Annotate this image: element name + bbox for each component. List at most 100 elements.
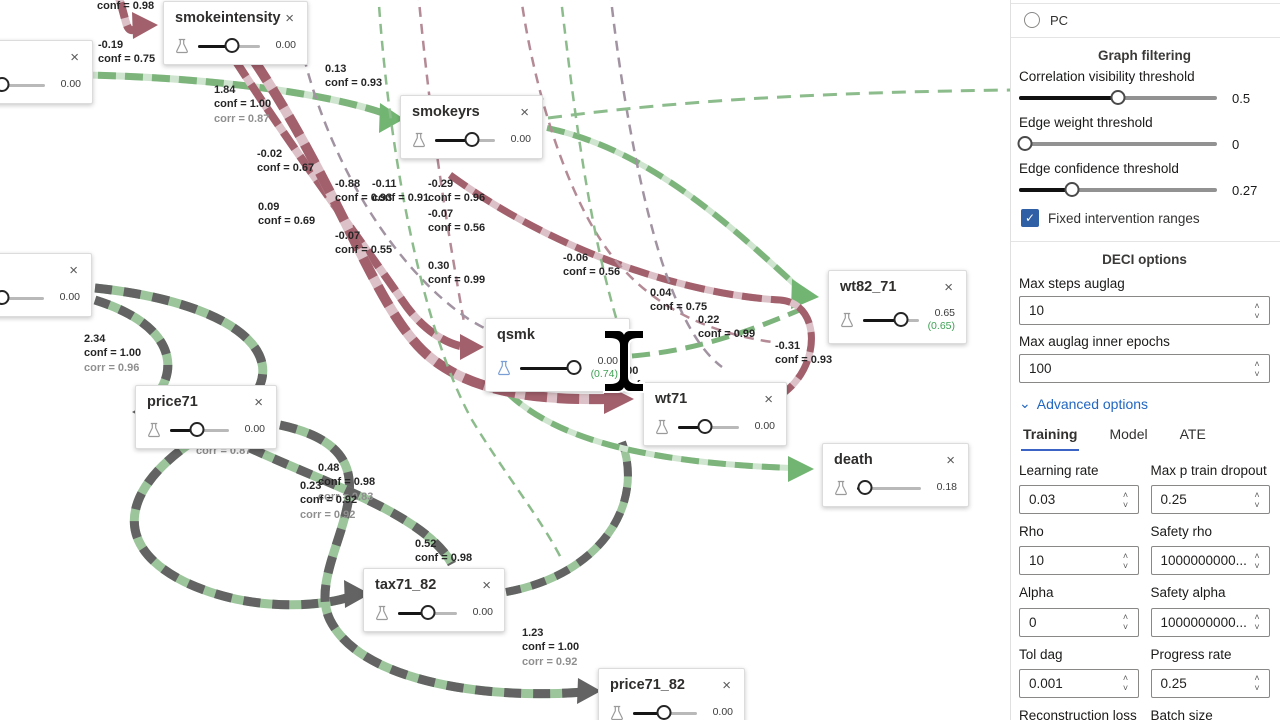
flask-icon[interactable] — [412, 132, 426, 148]
close-icon[interactable]: × — [69, 262, 78, 279]
spin-up-icon[interactable]: ˄ — [1122, 489, 1129, 500]
graph-node-tax71_82[interactable]: tax71_82× 0.00 — [363, 568, 505, 632]
rho-input[interactable]: 10˄˅ — [1019, 546, 1139, 576]
node-value: 0.00 — [472, 606, 493, 619]
close-icon[interactable]: × — [946, 452, 955, 469]
slider-label: Edge confidence threshold — [1019, 161, 1179, 176]
spin-down-icon[interactable]: ˅ — [1254, 560, 1260, 571]
alpha-input[interactable]: 0˄˅ — [1019, 607, 1139, 637]
settings-panel: PC Graph filtering Correlation visibilit… — [1010, 0, 1280, 720]
close-icon[interactable]: × — [254, 394, 263, 411]
spin-up-icon[interactable]: ˄ — [1122, 673, 1129, 684]
advanced-options-toggle[interactable]: ⌄ Advanced options — [1019, 395, 1149, 412]
flask-icon[interactable] — [655, 419, 669, 435]
graph-node-smokeintensity[interactable]: smokeintensity× 0.00 — [163, 1, 308, 65]
correlation-visibility-slider[interactable] — [1019, 90, 1217, 106]
spin-down-icon[interactable]: ˅ — [1254, 310, 1260, 321]
safety-alpha-input[interactable]: 1000000000...˄˅ — [1150, 607, 1270, 637]
spin-down-icon[interactable]: ˅ — [1254, 368, 1260, 379]
spin-down-icon[interactable]: ˅ — [1122, 622, 1129, 633]
graph-node-death[interactable]: death× 0.18 — [822, 443, 969, 507]
learning-rate-input[interactable]: 0.03˄˅ — [1019, 485, 1139, 515]
spin-up-icon[interactable]: ˄ — [1122, 550, 1129, 561]
checkbox-check-icon[interactable]: ✓ — [1021, 209, 1039, 227]
spin-up-icon[interactable]: ˄ — [1254, 358, 1260, 369]
flask-icon[interactable] — [840, 312, 854, 328]
node-value: 0.18 — [936, 481, 957, 494]
checkbox-label: Fixed intervention ranges — [1048, 210, 1200, 226]
algorithm-radio-row[interactable]: PC — [1011, 4, 1280, 38]
node-intervention-slider[interactable] — [0, 290, 44, 306]
safety-rho-input[interactable]: 1000000000...˄˅ — [1150, 546, 1270, 576]
close-icon[interactable]: × — [722, 677, 731, 694]
close-icon[interactable]: × — [482, 577, 491, 594]
edge-label: conf = 0.98 — [97, 0, 155, 12]
graph-node-wt82_71[interactable]: wt82_71× 0.65(0.65) — [828, 270, 967, 345]
tab-ate[interactable]: ATE — [1179, 426, 1206, 442]
max-steps-auglag-input[interactable]: 10 ˄˅ — [1019, 296, 1270, 325]
graph-node-partial-left[interactable]: × 0.00 — [0, 253, 92, 317]
edge-confidence-slider[interactable] — [1019, 182, 1217, 198]
tol-dag-input[interactable]: 0.001˄˅ — [1019, 668, 1139, 698]
node-intervention-slider[interactable] — [633, 705, 697, 720]
graph-node-partial-top[interactable]: × 0.00 — [0, 40, 93, 104]
tab-model[interactable]: Model — [1109, 426, 1148, 442]
spin-up-icon[interactable]: ˄ — [1254, 612, 1260, 623]
node-value: 0.65 — [934, 307, 955, 319]
close-icon[interactable]: × — [70, 49, 79, 66]
flask-icon[interactable] — [834, 480, 848, 496]
graph-node-price71[interactable]: price71× 0.00 — [135, 385, 277, 449]
close-icon[interactable]: × — [944, 279, 953, 296]
close-icon[interactable]: × — [520, 104, 529, 121]
spin-down-icon[interactable]: ˅ — [1122, 560, 1129, 571]
spin-up-icon[interactable]: ˄ — [1254, 489, 1260, 500]
spin-up-icon[interactable]: ˄ — [1254, 673, 1260, 684]
edge-weight-slider[interactable] — [1017, 136, 1217, 152]
spin-down-icon[interactable]: ˅ — [1254, 499, 1260, 510]
radio-icon[interactable] — [1024, 12, 1040, 28]
flask-icon[interactable] — [147, 422, 161, 438]
flask-icon[interactable] — [610, 705, 624, 720]
graph-node-price71_82[interactable]: price71_82× 0.00 — [598, 668, 745, 720]
node-intervention-value: (0.74) — [590, 368, 618, 381]
spin-down-icon[interactable]: ˅ — [1122, 683, 1129, 694]
node-intervention-slider[interactable] — [398, 605, 457, 621]
spin-up-icon[interactable]: ˄ — [1254, 300, 1260, 311]
node-intervention-slider[interactable] — [520, 360, 582, 376]
close-icon[interactable]: × — [285, 10, 294, 27]
graph-node-wt71[interactable]: wt71× 0.00 — [643, 382, 787, 446]
node-intervention-slider[interactable] — [857, 480, 921, 496]
node-title: smokeintensity — [175, 10, 281, 26]
spin-up-icon[interactable]: ˄ — [1122, 612, 1129, 623]
spin-down-icon[interactable]: ˅ — [1122, 499, 1129, 510]
radio-label: PC — [1050, 12, 1069, 28]
node-intervention-slider[interactable] — [0, 77, 45, 93]
node-intervention-slider[interactable] — [435, 132, 495, 148]
flask-icon[interactable] — [175, 38, 189, 54]
spin-down-icon[interactable]: ˅ — [1254, 683, 1260, 694]
node-intervention-slider[interactable] — [198, 38, 260, 54]
max-auglag-inner-epochs-input[interactable]: 100 ˄˅ — [1019, 354, 1270, 383]
graph-node-qsmk[interactable]: qsmk× 0.00(0.74) — [485, 318, 630, 393]
progress-rate-input[interactable]: 0.25˄˅ — [1150, 668, 1270, 698]
chevron-down-icon: ⌄ — [1019, 395, 1031, 411]
max-p-train-dropout-input[interactable]: 0.25˄˅ — [1150, 485, 1270, 515]
spin-up-icon[interactable]: ˄ — [1254, 550, 1260, 561]
node-title: wt71 — [655, 391, 688, 407]
node-intervention-slider[interactable] — [170, 422, 229, 438]
flask-icon[interactable] — [375, 605, 389, 621]
node-value: 0.00 — [510, 133, 531, 146]
fixed-intervention-ranges-checkbox[interactable]: ✓ Fixed intervention ranges — [1019, 201, 1270, 233]
deci-options-section: DECI options Max steps auglag 10 ˄˅ Max … — [1011, 242, 1280, 720]
node-intervention-slider[interactable] — [863, 312, 919, 328]
spin-down-icon[interactable]: ˅ — [1254, 622, 1260, 633]
tab-training[interactable]: Training — [1021, 420, 1080, 451]
node-intervention-slider[interactable] — [678, 419, 739, 435]
flask-icon[interactable] — [497, 360, 511, 376]
close-icon[interactable]: × — [764, 391, 773, 408]
graph-node-smokeyrs[interactable]: smokeyrs× 0.00 — [400, 95, 543, 159]
